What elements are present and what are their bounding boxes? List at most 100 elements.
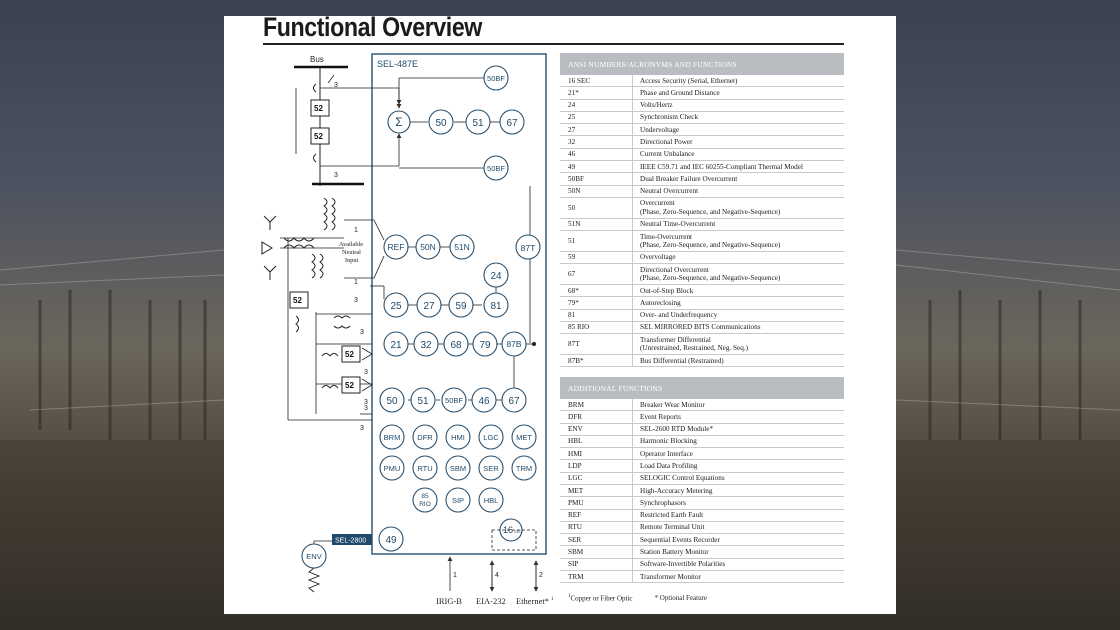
function-description-line: Neutral Overcurrent [640,187,699,196]
func-67-bus [501,387,527,413]
func-49 [378,526,404,552]
svg-text:52: 52 [345,381,354,390]
footnote-optional: * Optional Feature [654,594,708,603]
svg-text:27: 27 [423,301,435,312]
datasheet-page: Functional Overview SEL-487E Bus 3 52 52… [224,12,896,614]
function-code: 87T [560,333,633,355]
function-code: MET [560,484,633,498]
svg-text:52: 52 [345,350,354,359]
table-row: 21*Phase and Ground Distance [560,86,844,100]
func-50n [415,234,441,260]
page-title: Functional Overview [263,12,482,42]
svg-text:SEC: SEC [514,530,522,534]
function-description-line: Undervoltage [640,125,680,134]
svg-text:3: 3 [334,172,338,179]
function-description: Harmonic Blocking [632,435,844,449]
table-row: 79*Autoreclosing [560,296,844,310]
summation-block [387,110,411,134]
function-description: Synchrophasors [632,496,844,510]
function-description-line: Access Security (Serial, Ethernet) [640,76,738,85]
function-code: 21* [560,86,633,100]
function-description-line: Neutral Time-Overcurrent [640,220,716,229]
function-code: 51 [560,230,633,252]
function-description: IEEE C59.71 and IEC 60255-Compliant Ther… [632,160,844,174]
svg-text:51N: 51N [454,242,470,252]
function-description: SEL-2600 RTD Module* [632,423,844,436]
svg-text:3: 3 [354,297,358,304]
svg-text:79: 79 [479,340,491,351]
svg-text:50N: 50N [420,242,436,252]
function-description-line: (Phase, Zero-Sequence, and Negative-Sequ… [640,241,781,250]
func-51 [465,109,491,135]
func-sip [445,487,471,513]
function-description: Overvoltage [632,251,844,265]
svg-text:1: 1 [453,572,457,579]
func-50bf-top [483,65,509,91]
function-description: Directional Power [632,135,844,149]
svg-text:3: 3 [364,405,368,412]
svg-text:RTU: RTU [417,464,432,473]
func-met [511,424,537,450]
function-description-line: Transformer Monitor [640,572,702,581]
func-rtu [412,455,438,481]
function-code: 24 [560,99,633,112]
function-description-line: SELOGIC Control Equations [640,474,725,483]
svg-text:MET: MET [516,433,532,442]
function-description-line: IEEE C59.71 and IEC 60255-Compliant Ther… [640,162,803,171]
function-description-line: Directional Power [640,138,693,146]
func-51n [449,234,475,260]
function-code: 50N [560,185,633,198]
function-code: 49 [560,160,633,174]
func-51-bus [410,387,436,413]
function-description-line: Event Reports [640,412,681,421]
relay-label: SEL-487E [377,59,418,69]
svg-text:3: 3 [334,82,338,89]
svg-text:LGC: LGC [483,433,499,442]
svg-text:1: 1 [354,279,358,286]
func-79 [472,331,498,357]
table-row: 68*Out-of-Step Block [560,284,844,298]
function-code: 16 SEC [560,75,633,88]
function-code: REF [560,509,633,522]
func-50 [428,109,454,135]
function-description: Undervoltage [632,123,844,137]
func-25 [383,292,409,318]
function-description-line: (Phase, Zero-Sequence, and Negative-Sequ… [640,208,781,216]
svg-text:51: 51 [417,396,429,407]
function-description: Synchronism Check [632,111,844,125]
func-50-bus [379,387,405,413]
function-description-line: Breaker Wear Monitor [640,400,705,409]
func-32 [413,331,439,357]
svg-text:68: 68 [450,340,462,351]
function-description: Time-Overcurrent(Phase, Zero-Sequence, a… [632,230,844,252]
table-row: 87B*Bus Differential (Restrained) [560,354,844,368]
func-81 [483,292,509,318]
function-description-line: Directional Overcurrent [640,265,709,274]
function-description-line: Over- and Underfrequency [640,311,718,320]
function-description: Breaker Wear Monitor [632,399,844,412]
svg-text:3: 3 [360,425,364,432]
breaker-52-e [341,376,361,394]
relay-functional-diagram: SEL-487E Bus 3 52 52 3 [261,53,554,606]
svg-text:3: 3 [360,329,364,336]
table-row: 49 IEEE C59.71 and IEC 60255-Compliant Th… [560,160,844,174]
port-ethernet: Ethernet* [516,596,549,606]
function-description: Dual Breaker Failure Overcurrent [632,172,844,186]
sel-2800-tag [332,534,372,545]
function-description-line: SEL MIRRORED BITS Communications [640,323,761,332]
function-code: LGC [560,472,633,485]
svg-text:67: 67 [506,118,518,129]
function-code: 50BF [560,172,633,186]
function-code: SBM [560,545,633,559]
function-description-line: (Phase, Zero-Sequence, and Negative-Sequ… [640,274,781,283]
function-code: SER [560,533,633,547]
func-ref [383,234,409,260]
function-description-line: Remote Terminal Unit [640,523,705,532]
